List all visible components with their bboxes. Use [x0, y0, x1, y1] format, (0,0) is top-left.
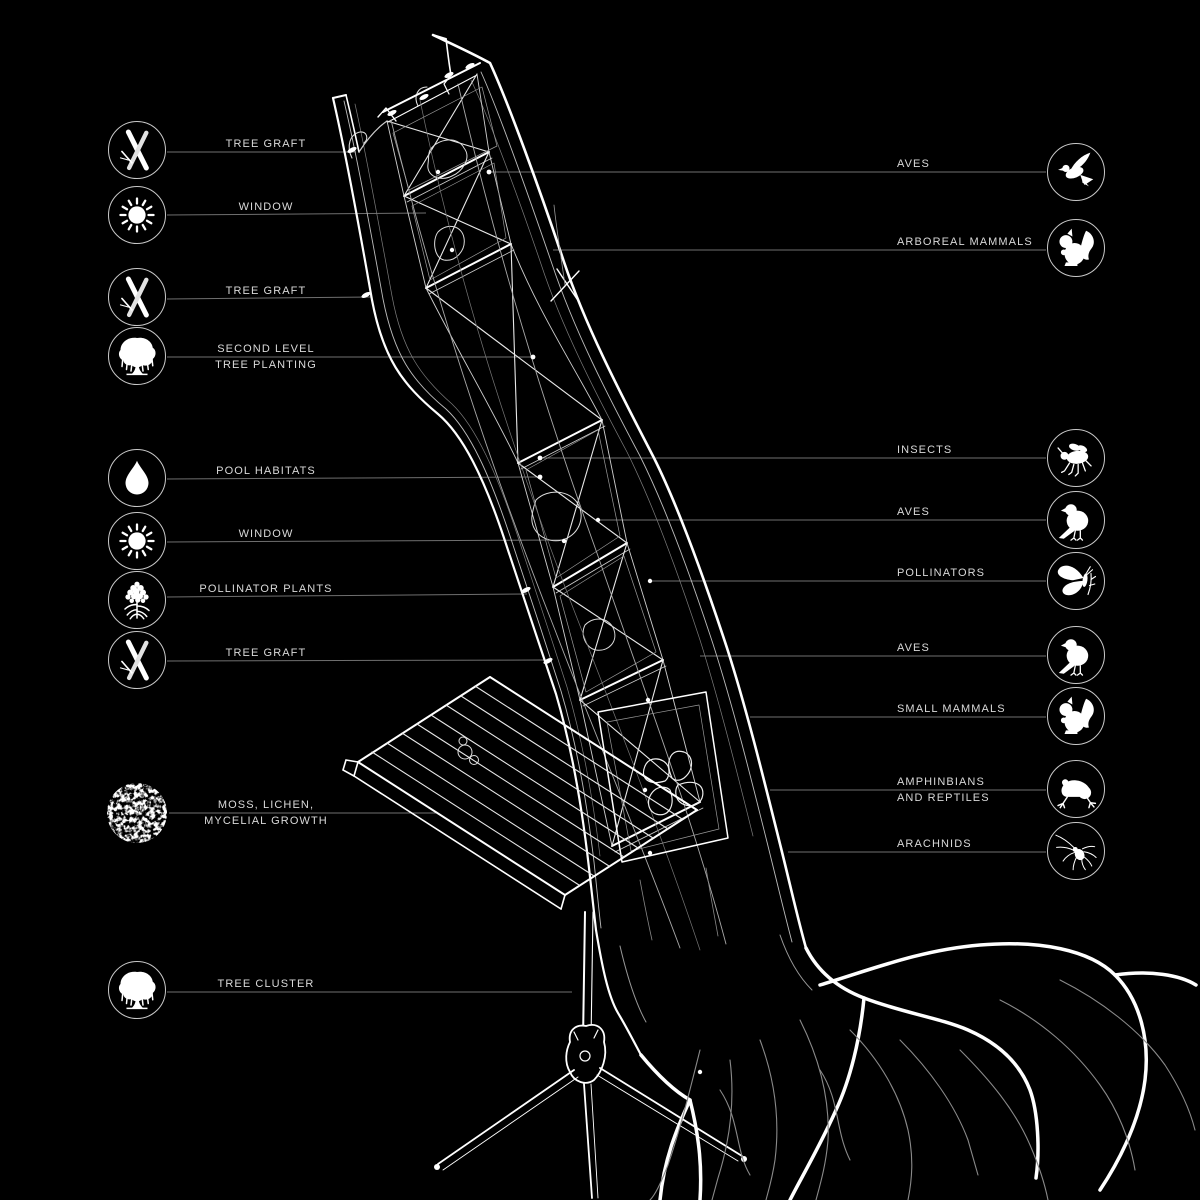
moss-icon [105, 781, 169, 845]
tree-graft-icon [108, 631, 166, 689]
callout-label: AVES [897, 158, 930, 170]
bird-perched-icon [1047, 491, 1105, 549]
callout-label: ARBOREAL MAMMALS [897, 236, 1033, 248]
droplet-icon [108, 449, 166, 507]
callout-label: AVES [897, 642, 930, 654]
callout-label: TREE GRAFT [225, 285, 307, 297]
callout-label: AMPHINBIANS [897, 776, 985, 788]
pollinator-plant-icon [108, 571, 166, 629]
callout-label: ARACHNIDS [897, 838, 972, 850]
tripod-base [434, 911, 747, 1199]
callout-label: AND REPTILES [897, 792, 990, 804]
window-icon [108, 186, 166, 244]
callout-label: POLLINATOR PLANTS [199, 583, 333, 595]
bird-perched-icon [1047, 626, 1105, 684]
tree-graft-icon [108, 268, 166, 326]
root-system [594, 928, 1198, 1200]
callout-label: INSECTS [897, 444, 953, 456]
leader-lines [166, 151, 1046, 993]
callout-label: WINDOW [238, 201, 294, 213]
frog-icon [1047, 760, 1105, 818]
tower-structure [331, 33, 808, 1075]
butterfly-icon [1047, 552, 1105, 610]
callout-label: POOL HABITATS [216, 465, 316, 477]
callout-label: TREE CLUSTER [217, 978, 315, 990]
tree-icon [108, 961, 166, 1019]
squirrel-icon [1047, 219, 1105, 277]
callout-label: WINDOW [238, 528, 294, 540]
deck-platform [342, 676, 698, 910]
squirrel-icon [1047, 687, 1105, 745]
spider-icon [1047, 822, 1105, 880]
callout-label: SECOND LEVEL [217, 343, 315, 355]
callout-label: TREE GRAFT [225, 138, 307, 150]
window-icon [108, 512, 166, 570]
callout-label: AVES [897, 506, 930, 518]
callout-label: MOSS, LICHEN, [217, 799, 315, 811]
callout-label: TREE PLANTING [215, 359, 317, 371]
callout-label: SMALL MAMMALS [897, 703, 1006, 715]
bee-icon [1047, 429, 1105, 487]
tree-graft-icon [108, 121, 166, 179]
bird-flying-icon [1047, 143, 1105, 201]
tree-icon [108, 327, 166, 385]
callout-label: TREE GRAFT [225, 647, 307, 659]
callout-label: MYCELIAL GROWTH [204, 815, 328, 827]
callout-label: POLLINATORS [897, 567, 986, 579]
